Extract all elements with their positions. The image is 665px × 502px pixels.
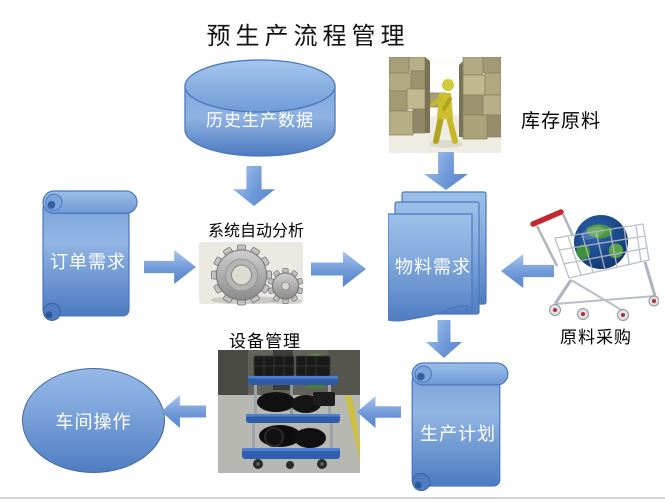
shopping-cart-globe-icon — [530, 209, 659, 321]
node-label: 物料需求 — [395, 257, 471, 277]
arrow-order-to-analysis — [144, 250, 196, 284]
node-label: 车间操作 — [55, 411, 132, 432]
gears-icon — [199, 242, 303, 306]
vertical-scroll-icon — [411, 362, 509, 491]
node-material-demand: 物料需求 — [388, 190, 488, 330]
gears-photo — [199, 240, 303, 306]
arrow-history-to-analysis — [233, 166, 275, 206]
arrow-equipment-to-workshop — [161, 395, 206, 428]
vertical-scroll-icon — [42, 190, 138, 321]
node-label: 订单需求 — [50, 252, 126, 272]
diagram-title: 预生产流程管理 — [206, 24, 410, 50]
database-cylinder-icon — [184, 59, 336, 157]
equipment-cart-icon — [218, 350, 360, 473]
node-label: 历史生产数据 — [206, 111, 314, 130]
node-production-plan: 生产计划 — [402, 360, 514, 494]
label-auto-analysis: 系统自动分析 — [208, 223, 305, 240]
label-raw-material-procurement: 原料采购 — [560, 328, 632, 347]
shopping-cart-photo — [527, 202, 659, 322]
arrow-analysis-to-material — [311, 251, 366, 287]
arrow-plan-to-equipment — [357, 396, 401, 428]
multi-document-icon — [388, 191, 487, 322]
node-label: 生产计划 — [420, 424, 496, 444]
node-workshop-operation: 车间操作 — [22, 368, 165, 473]
label-inventory-raw-material: 库存原料 — [521, 111, 602, 132]
label-equipment-management: 设备管理 — [229, 332, 301, 351]
arrow-inventory-to-material — [424, 152, 468, 190]
equipment-cart-photo — [218, 350, 360, 473]
node-history-production-data: 历史生产数据 — [182, 58, 338, 158]
node-order-demand: 订单需求 — [33, 188, 143, 324]
slide-bottom-border — [0, 497, 665, 499]
warehouse-photo — [389, 57, 501, 153]
warehouse-boxes-icon — [389, 57, 501, 153]
